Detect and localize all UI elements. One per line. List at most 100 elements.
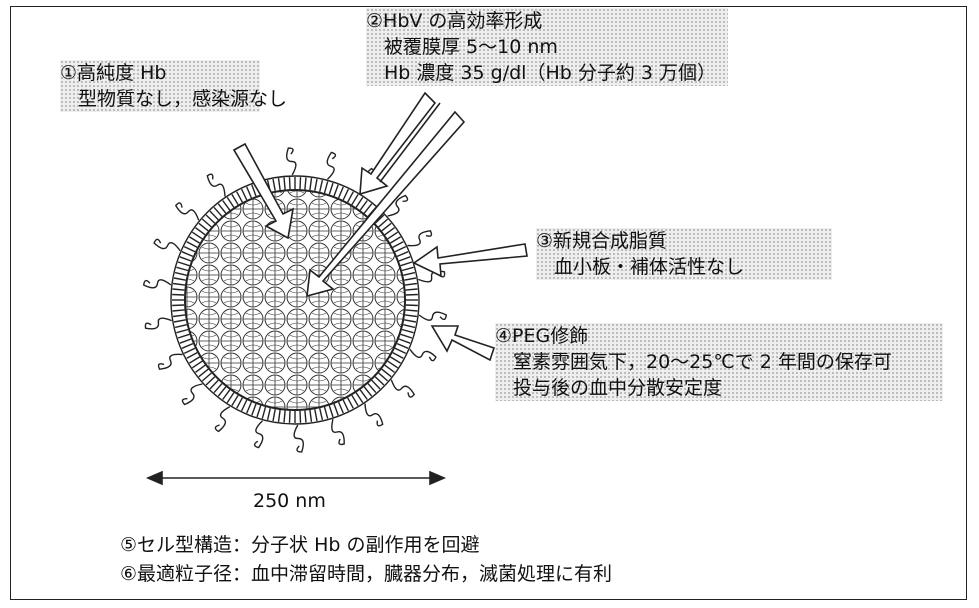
membrane-tick: [176, 328, 189, 334]
membrane-tick: [404, 314, 417, 318]
membrane-tick: [394, 347, 407, 355]
membrane-tick: [401, 266, 414, 272]
membrane-tick: [222, 389, 231, 400]
peg-chain: [331, 418, 345, 446]
membrane-tick: [272, 409, 276, 422]
membrane-tick: [183, 347, 196, 355]
membrane-tick: [174, 271, 187, 276]
membrane-tick: [186, 241, 198, 249]
membrane-tick: [201, 372, 212, 382]
membrane-tick: [374, 214, 385, 224]
membrane-tick: [405, 288, 418, 291]
label-2: ②HbV の高効率形成 被覆膜厚 5～10 nm Hb 濃度 35 g/dl（H…: [366, 8, 728, 86]
membrane-tick: [403, 271, 416, 276]
peg-chain: [409, 348, 437, 362]
peg-chain: [293, 424, 305, 453]
label-1: ①高純度 Hb 型物質なし，感染源なし: [60, 60, 288, 112]
scale-label: 250 nm: [253, 490, 326, 512]
membrane-tick: [173, 314, 186, 318]
membrane-tick: [396, 251, 409, 258]
membrane-tick: [176, 266, 189, 272]
membrane-tick: [266, 408, 271, 421]
membrane-tick: [337, 401, 344, 414]
membrane-tick: [191, 231, 203, 240]
peg-chain: [181, 383, 203, 406]
membrane-tick: [231, 394, 239, 406]
membrane-tick: [288, 410, 291, 423]
membrane-tick: [283, 410, 286, 423]
membrane-tick: [205, 376, 216, 386]
membrane-tick: [396, 342, 409, 349]
membrane-tick: [198, 368, 209, 378]
membrane-tick: [342, 399, 350, 412]
peg-chain: [390, 379, 416, 398]
membrane-tick: [351, 194, 359, 206]
membrane-tick: [392, 241, 404, 249]
membrane-tick: [183, 245, 196, 253]
membrane-tick: [405, 304, 418, 307]
membrane-tick: [342, 188, 350, 201]
peg-chain: [364, 403, 384, 427]
membrane-tick: [314, 409, 318, 422]
membrane-tick: [309, 409, 313, 422]
membrane-tick: [378, 372, 389, 382]
label-4: ④PEG修飾 窒素雰囲気下，20～25℃で 2 年間の保存可 投与後の血中分散安…: [495, 323, 943, 401]
label-1-title: ①高純度 Hb: [60, 62, 167, 84]
membrane-tick: [236, 397, 244, 409]
membrane-tick: [240, 188, 248, 201]
membrane-tick: [195, 227, 206, 236]
membrane-tick: [172, 309, 185, 312]
membrane-tick: [355, 196, 364, 208]
membrane-tick: [179, 256, 192, 262]
scale-bar: [145, 470, 447, 486]
label-3: ③新規合成脂質 血小板・補体活性なし: [536, 228, 832, 280]
membrane-tick: [283, 177, 286, 190]
arrow-4: [430, 325, 496, 362]
membrane-tick: [394, 245, 407, 253]
label-4-line2: 窒素雰囲気下，20～25℃で 2 年間の保存可: [513, 351, 892, 373]
peg-chain: [153, 238, 181, 252]
membrane-tick: [346, 191, 354, 203]
membrane-tick: [213, 206, 223, 217]
membrane-tick: [231, 194, 239, 206]
membrane-tick: [384, 364, 395, 373]
membrane-tick: [198, 222, 209, 232]
membrane-tick: [179, 338, 192, 344]
membrane-tick: [213, 383, 223, 394]
peg-chain: [407, 230, 433, 247]
membrane-tick: [189, 236, 201, 244]
membrane-tick: [209, 210, 219, 221]
membrane-tick: [240, 399, 248, 412]
label-2-line3: Hb 濃度 35 g/dl（Hb 分子約 3 万個）: [384, 62, 716, 84]
membrane-tick: [387, 360, 399, 369]
membrane-tick: [246, 186, 253, 199]
membrane-tick: [389, 356, 401, 364]
membrane-tick: [374, 376, 385, 386]
membrane-tick: [217, 203, 227, 214]
membrane-tick: [314, 178, 318, 191]
membrane-tick: [177, 333, 190, 339]
membrane-tick: [205, 214, 216, 224]
peg-chain: [418, 311, 448, 321]
membrane-tick: [299, 177, 302, 190]
membrane-tick: [181, 251, 194, 258]
membrane-tick: [191, 360, 203, 369]
membrane-tick: [333, 403, 339, 416]
membrane-tick: [404, 282, 417, 286]
peg-chain: [144, 317, 172, 330]
membrane-tick: [304, 177, 307, 190]
label-3-title: ③新規合成脂質: [536, 230, 668, 252]
membrane-tick: [404, 277, 417, 281]
arrow-1: [232, 142, 295, 240]
membrane-tick: [251, 403, 257, 416]
membrane-tick: [181, 342, 194, 349]
membrane-tick: [309, 178, 313, 191]
membrane-tick: [277, 409, 281, 422]
peg-chain: [157, 353, 183, 370]
arrow-3: [412, 243, 528, 278]
peg-chain: [142, 279, 172, 289]
membrane-tick: [304, 410, 307, 423]
membrane-tick: [359, 389, 368, 400]
label-1-line2: 型物質なし，感染源なし: [78, 88, 288, 110]
